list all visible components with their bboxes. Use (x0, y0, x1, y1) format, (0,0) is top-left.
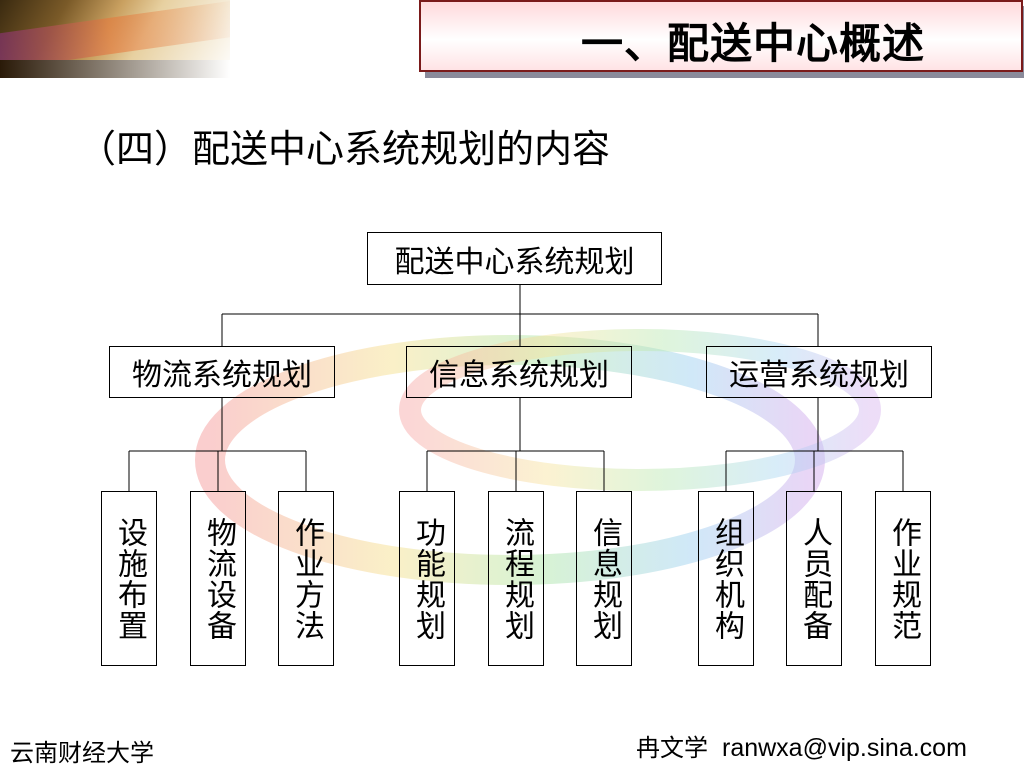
footer-email: ranwxa@vip.sina.com (722, 734, 967, 762)
root-node: 配送中心系统规划 (367, 232, 662, 285)
leaf-node-2-0: 组织机构 (698, 491, 754, 666)
branch-node-0: 物流系统规划 (109, 346, 335, 398)
leaf-node-0-2: 作业方法 (278, 491, 334, 666)
leaf-node-1-1: 流程规划 (488, 491, 544, 666)
leaf-node-1-0: 功能规划 (399, 491, 455, 666)
rainbow-swirl-watermark (195, 329, 881, 585)
footer-school: 云南财经大学 (10, 739, 154, 767)
branch-node-2: 运营系统规划 (706, 346, 932, 398)
title-banner: 一、配送中心概述 (419, 0, 1023, 72)
corner-decoration (0, 0, 230, 78)
footer-credit: 冉文学 ranwxa@vip.sina.com (636, 728, 967, 763)
leaf-node-1-2: 信息规划 (576, 491, 632, 666)
section-subtitle: （四）配送中心系统规划的内容 (78, 127, 611, 171)
footer-author: 冉文学 (636, 734, 708, 762)
leaf-node-0-0: 设施布置 (101, 491, 157, 666)
branch-node-1: 信息系统规划 (406, 346, 632, 398)
leaf-node-0-1: 物流设备 (190, 491, 246, 666)
leaf-node-2-2: 作业规范 (875, 491, 931, 666)
slide-title: 一、配送中心概述 (580, 19, 925, 68)
leaf-node-2-1: 人员配备 (786, 491, 842, 666)
